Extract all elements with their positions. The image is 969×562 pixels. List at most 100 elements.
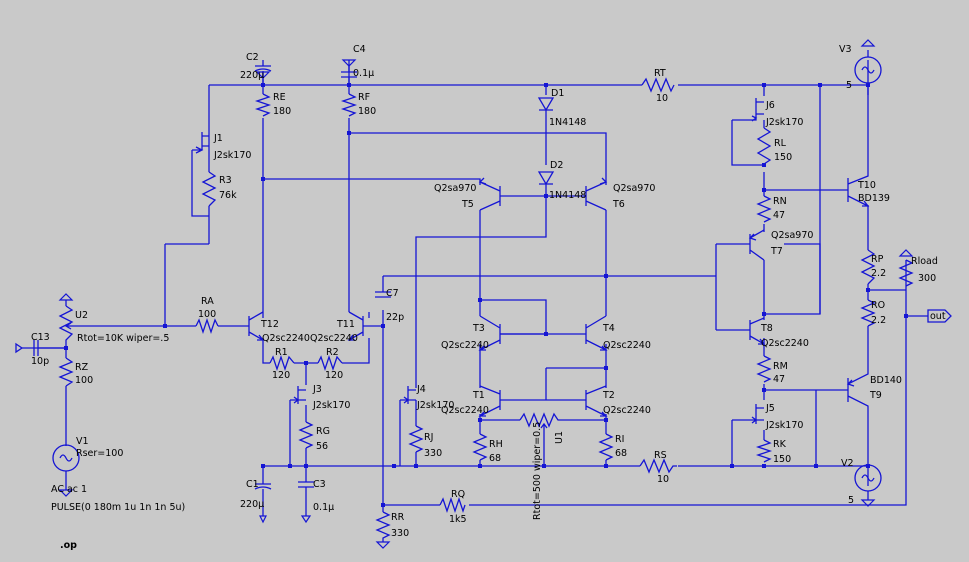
label-j3: J3 <box>312 384 322 395</box>
resistor-ri <box>598 433 614 461</box>
label-t4: T4 <box>602 323 615 334</box>
value-t10: BD139 <box>858 193 890 204</box>
potentiometer-u1 <box>519 412 560 428</box>
value-rq: 1k5 <box>449 514 467 525</box>
jfet-j4 <box>400 386 416 404</box>
value-c4: 0.1µ <box>353 68 374 79</box>
label-t9: T9 <box>869 390 882 401</box>
value-t6: Q2sa970 <box>613 183 655 194</box>
label-d2: D2 <box>550 160 563 171</box>
label-c13: C13 <box>31 332 50 343</box>
jfets <box>192 98 764 424</box>
value-re: 180 <box>273 106 291 117</box>
transistor-t2 <box>585 385 608 417</box>
resistor-rh <box>472 433 488 461</box>
resistor-rp <box>860 249 876 285</box>
value-c3: 0.1µ <box>313 502 334 513</box>
value-t4: Q2sc2240 <box>603 340 651 351</box>
value-rg: 56 <box>316 441 328 452</box>
value-t5: Q2sa970 <box>434 183 476 194</box>
label-t11: T11 <box>336 319 355 330</box>
value-r1: 120 <box>272 370 290 381</box>
label-t10: T10 <box>857 180 876 191</box>
resistor-rf <box>340 93 358 117</box>
value-c7: 22p <box>386 312 404 323</box>
label-j5: J5 <box>765 403 775 414</box>
label-ra: RA <box>201 296 214 307</box>
label-t6: T6 <box>612 199 625 210</box>
transistor-t12 <box>243 311 265 341</box>
transistor-t10 <box>836 85 870 207</box>
jfet-j1 <box>192 132 209 154</box>
resistor-rq <box>439 496 466 514</box>
value-rt: 10 <box>656 93 668 104</box>
label-rl: RL <box>774 138 787 149</box>
value-u2: Rtot=10K wiper=.5 <box>77 333 169 344</box>
voltage-sources <box>52 50 882 500</box>
label-d1: D1 <box>551 88 564 99</box>
value-t11: Q2sc2240 <box>310 333 358 344</box>
label-t8: T8 <box>760 323 773 334</box>
label-rr: RR <box>391 512 405 523</box>
label-rload: Rload <box>911 256 938 267</box>
transistor-t11 <box>347 311 375 341</box>
value-d1: 1N4148 <box>549 117 586 128</box>
label-r1: R1 <box>275 347 288 358</box>
label-rg: RG <box>316 426 330 437</box>
source-pulse-spec: PULSE(0 180m 1u 1n 1n 5u) <box>51 502 185 513</box>
label-t1: T1 <box>472 390 485 401</box>
label-ri: RI <box>615 434 624 445</box>
label-rp: RP <box>871 254 884 265</box>
value-rj: 330 <box>424 448 442 459</box>
resistor-rr <box>375 511 391 542</box>
jfet-j6 <box>748 98 764 122</box>
label-rf: RF <box>358 92 370 103</box>
label-u2: U2 <box>75 310 88 321</box>
resistor-rz <box>58 357 74 387</box>
label-j1: J1 <box>213 133 223 144</box>
value-r2: 120 <box>325 370 343 381</box>
label-rq: RQ <box>451 489 465 500</box>
value-c2: 220µ <box>240 70 264 81</box>
value-rn: 47 <box>773 210 785 221</box>
transistor-t8 <box>744 317 766 345</box>
label-c7: C7 <box>386 288 399 299</box>
jfet-j3 <box>290 386 306 404</box>
label-rs: RS <box>654 450 667 461</box>
label-j6: J6 <box>765 100 775 111</box>
label-rj: RJ <box>424 432 433 443</box>
transistor-t1 <box>478 385 501 417</box>
label-j4: J4 <box>416 384 426 395</box>
label-t7: T7 <box>770 246 783 257</box>
value-rr: 330 <box>391 528 409 539</box>
value-t8: Q2sc2240 <box>761 338 809 349</box>
label-rk: RK <box>773 439 787 450</box>
label-rz: RZ <box>75 362 89 373</box>
label-v3: V3 <box>839 44 852 55</box>
value-ri: 68 <box>615 448 627 459</box>
resistors <box>58 77 914 542</box>
transistor-t6 <box>585 177 608 211</box>
op-directive: .op <box>60 540 77 551</box>
label-r2: R2 <box>326 347 339 358</box>
label-u1: U1 <box>554 431 565 444</box>
label-rn: RN <box>773 196 787 207</box>
resistor-rload <box>898 259 914 287</box>
junction-dots <box>64 83 908 507</box>
value-v3: 5 <box>846 80 852 91</box>
value-r3: 76k <box>219 190 237 201</box>
label-t2: T2 <box>602 390 615 401</box>
label-rh: RH <box>489 439 503 450</box>
potentiometer-u1-wiper <box>540 422 548 430</box>
value-rp: 2.2 <box>871 268 886 279</box>
capacitor-c13 <box>15 340 66 356</box>
out-net-label: out <box>930 311 946 322</box>
value-t2: Q2sc2240 <box>603 405 651 416</box>
value-ro: 2.2 <box>871 315 886 326</box>
label-rt: RT <box>654 68 666 79</box>
resistor-re <box>254 93 272 117</box>
resistor-rm <box>756 355 772 383</box>
out-net-flag <box>927 309 952 323</box>
label-c4: C4 <box>353 44 366 55</box>
value-ra: 100 <box>198 309 216 320</box>
